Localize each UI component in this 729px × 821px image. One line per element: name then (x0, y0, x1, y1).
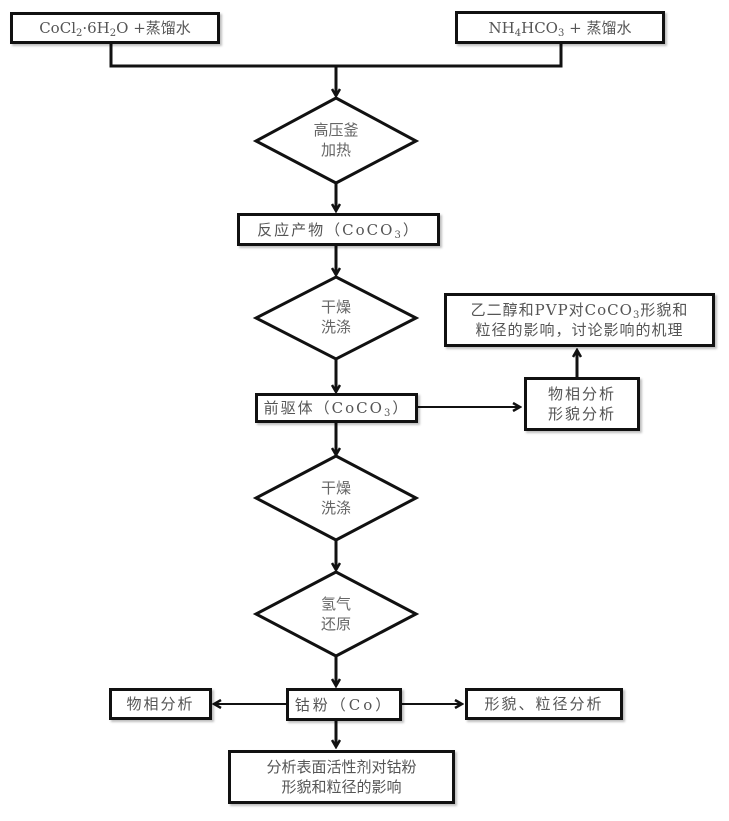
reduction-label: 氢气还原 (320, 595, 351, 633)
autoclave-label: 高压釜加热 (313, 121, 359, 159)
precursor-effect-box: 乙二醇和PVP对CoCO3形貌和 粒径的影响，讨论影响的机理 (444, 293, 715, 347)
surfactant-effect-box: 分析表面活性剂对钴粉 形貌和粒径的影响 (228, 750, 455, 804)
precursor-analysis-box: 物相分析 形貌分析 (524, 377, 640, 431)
reduction-diamond (252, 570, 420, 658)
precursor-box: 前驱体（CoCO3） (255, 393, 418, 423)
cobalt-powder-box: 钴粉（Co） (286, 688, 402, 721)
reaction-product-box: 反应产物（CoCO3） (237, 213, 440, 246)
morphology-analysis-box: 形貌、粒径分析 (465, 688, 623, 720)
autoclave-diamond (252, 96, 420, 185)
wash2-label: 干燥洗涤 (320, 479, 351, 517)
input-nh4hco3: NH4HCO3 + 蒸馏水 (455, 11, 665, 44)
connector-left-input (109, 43, 336, 68)
input-cocl2: CoCl2·6H2O +蒸馏水 (10, 12, 220, 44)
phase-analysis-box: 物相分析 (109, 688, 212, 720)
wash1-label: 干燥洗涤 (320, 298, 351, 336)
connector-right-input (336, 43, 563, 68)
wash1-diamond (252, 275, 420, 361)
wash2-diamond (252, 454, 420, 542)
